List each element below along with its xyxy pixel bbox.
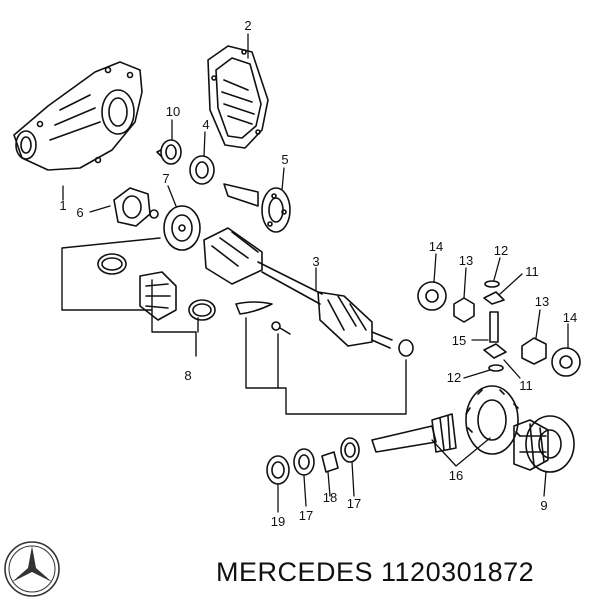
bearing-part <box>156 139 182 165</box>
callout-18: 18 <box>323 490 337 505</box>
output-flange-part <box>223 183 291 233</box>
differential-housing-part <box>13 61 143 171</box>
callout-14: 14 <box>563 310 577 325</box>
ring-and-pinion-part <box>371 385 521 455</box>
callout-19: 19 <box>271 514 285 529</box>
callout-13: 13 <box>535 294 549 309</box>
callout-4: 4 <box>202 117 209 132</box>
callout-12: 12 <box>447 370 461 385</box>
kit-bracket-lines <box>61 237 407 415</box>
callout-11: 11 <box>525 264 539 279</box>
callout-9: 9 <box>540 498 547 513</box>
callout-10: 10 <box>166 104 180 119</box>
pinion-bearing-parts <box>266 437 360 485</box>
callout-11: 11 <box>519 378 533 393</box>
callout-1: 1 <box>59 198 66 213</box>
boot-kit-part <box>97 253 291 335</box>
callout-3: 3 <box>312 254 319 269</box>
callout-16: 16 <box>449 468 463 483</box>
callout-17: 17 <box>347 496 361 511</box>
differential-carrier-part <box>513 415 575 473</box>
cv-joint-ring-part <box>163 205 201 251</box>
callout-7: 7 <box>162 171 169 186</box>
spider-gear-parts <box>417 280 581 377</box>
drive-shaft-part <box>203 227 414 357</box>
callout-2: 2 <box>244 18 251 33</box>
callout-leader-lines <box>62 33 569 513</box>
callout-15: 15 <box>452 333 466 348</box>
callout-17: 17 <box>299 508 313 523</box>
joint-flange-part <box>113 187 159 227</box>
seal-ring-part <box>189 155 215 185</box>
callout-13: 13 <box>459 253 473 268</box>
callout-8: 8 <box>184 368 191 383</box>
callout-12: 12 <box>494 243 508 258</box>
callout-5: 5 <box>281 152 288 167</box>
callout-6: 6 <box>76 205 83 220</box>
mercedes-star-logo <box>4 541 60 597</box>
rear-cover-part <box>207 45 269 149</box>
part-number-caption: MERCEDES 1120301872 <box>216 557 535 587</box>
callout-14: 14 <box>429 239 443 254</box>
